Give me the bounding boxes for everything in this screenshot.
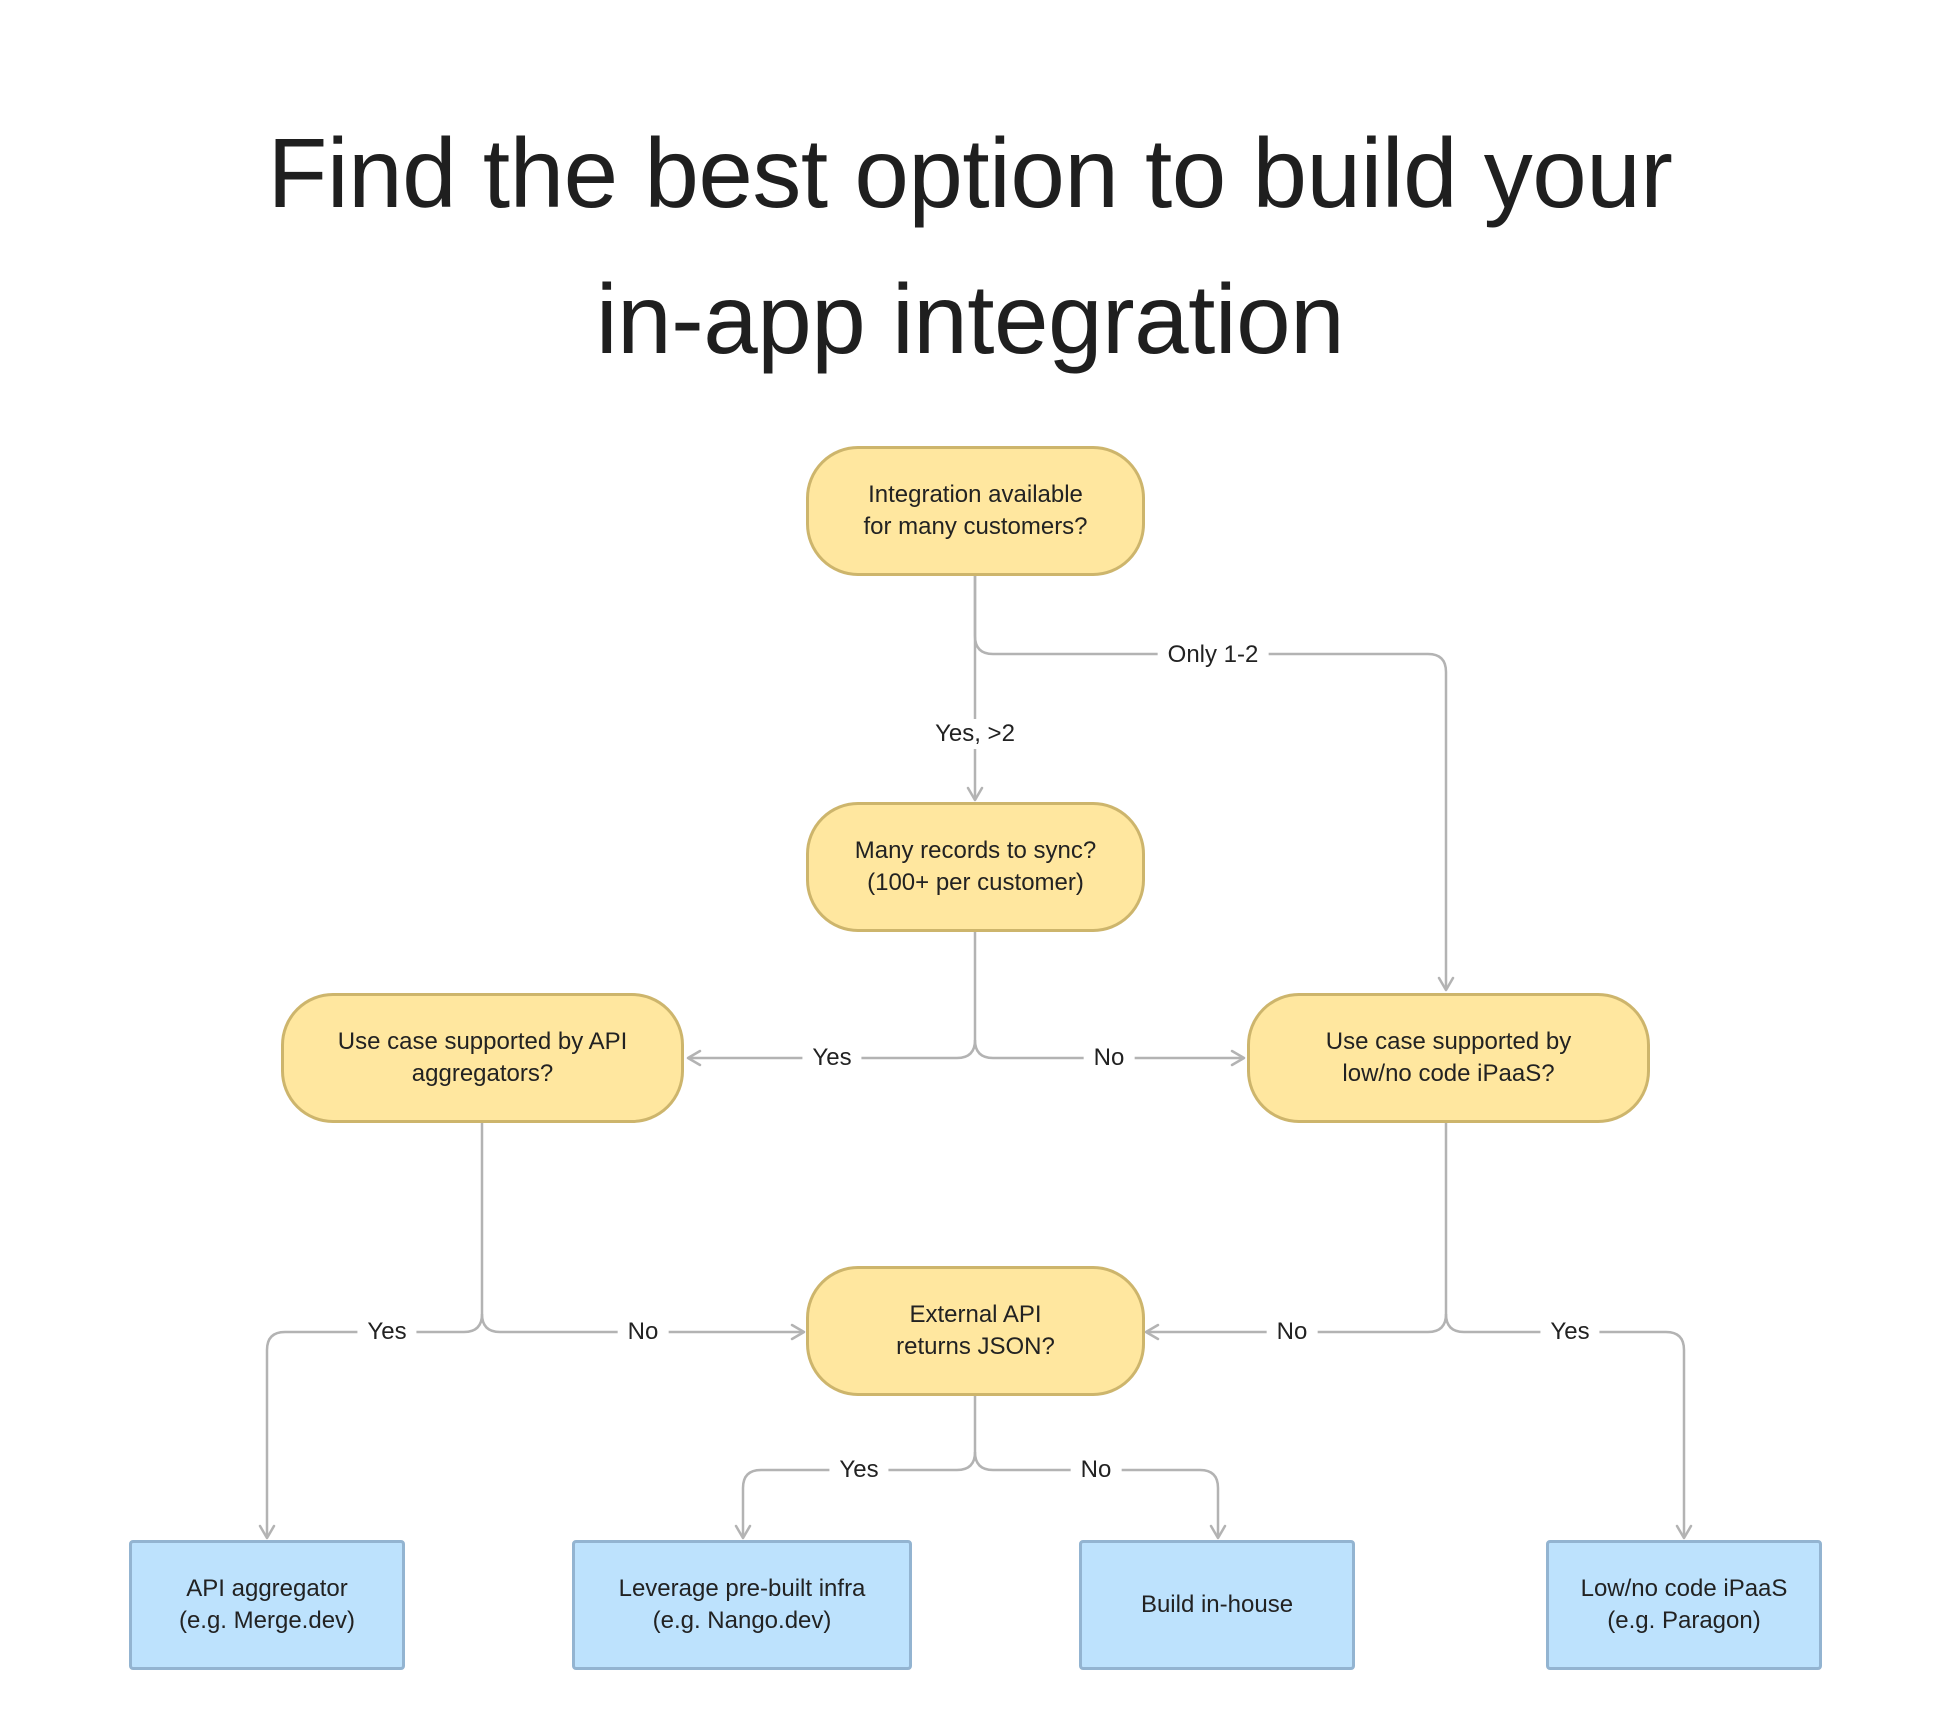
edge-ipaas-yes: [1444, 1313, 1693, 1540]
title-line-1: Find the best option to build your: [267, 118, 1673, 228]
edge-records-no: [973, 1039, 1246, 1067]
edge-records-yes: [686, 932, 977, 1067]
decision-ipaas: Use case supported by low/no code iPaaS?: [1247, 993, 1650, 1123]
outcome-api-aggregator: API aggregator (e.g. Merge.dev): [129, 1540, 405, 1670]
edge-label-json-yes: Yes: [829, 1455, 889, 1485]
page-title: Find the best option to build your in-ap…: [0, 100, 1940, 392]
decision-api-aggregators: Use case supported by API aggregators?: [281, 993, 684, 1123]
outcome-prebuilt-infra: Leverage pre-built infra (e.g. Nango.dev…: [572, 1540, 912, 1670]
edge-label-yes-more-than-2: Yes, >2: [925, 719, 1025, 749]
edge-label-ipaas-no: No: [1266, 1317, 1318, 1347]
decision-many-customers: Integration available for many customers…: [806, 446, 1145, 576]
outcome-build-in-house: Build in-house: [1079, 1540, 1355, 1670]
edge-json-no: [973, 1451, 1227, 1540]
edge-label-json-no: No: [1070, 1455, 1122, 1485]
edge-ipaas-no: [1144, 1123, 1448, 1341]
decision-many-records: Many records to sync? (100+ per customer…: [806, 802, 1145, 932]
edge-label-aggregators-no: No: [617, 1317, 669, 1347]
edge-label-aggregators-yes: Yes: [357, 1317, 417, 1347]
edge-aggregators-no: [480, 1313, 806, 1341]
edge-label-records-no: No: [1083, 1043, 1135, 1073]
decision-json: External API returns JSON?: [806, 1266, 1145, 1396]
title-line-2: in-app integration: [595, 264, 1345, 374]
edge-label-only-1-2: Only 1-2: [1157, 640, 1269, 670]
edge-label-ipaas-yes: Yes: [1540, 1317, 1600, 1347]
outcome-ipaas: Low/no code iPaaS (e.g. Paragon): [1546, 1540, 1822, 1670]
edge-label-records-yes: Yes: [802, 1043, 862, 1073]
